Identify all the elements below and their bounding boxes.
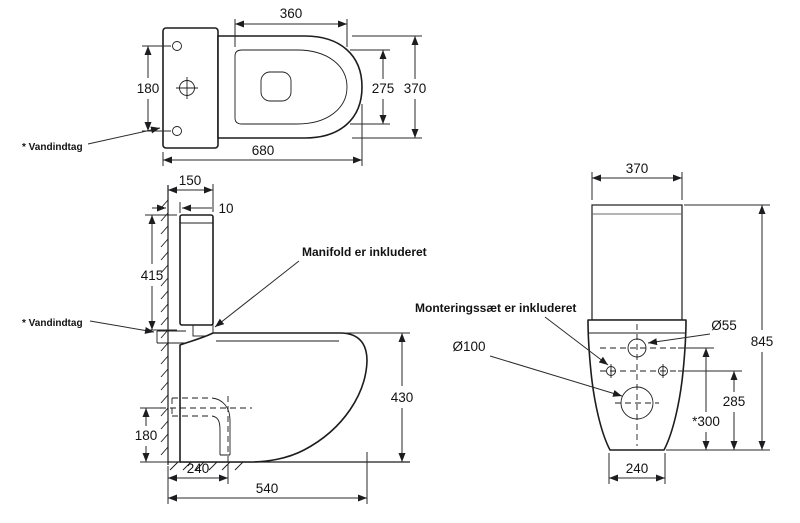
dim-label-430-side: 430 — [391, 390, 414, 405]
tank-side-view — [179, 214, 214, 326]
dim-label-845-front: 845 — [751, 334, 774, 349]
annotation-manifold: Manifold er inkluderet — [214, 245, 427, 328]
dim-top-seat-width: 360 — [234, 6, 348, 47]
label-o55: Ø55 — [711, 318, 737, 333]
dim-label-10-side: 10 — [218, 201, 233, 216]
manifold-leader — [214, 260, 300, 328]
dim-label-415-side: 415 — [141, 268, 164, 283]
dim-label-275-top: 275 — [372, 81, 395, 96]
mounting-hole-ticks — [610, 364, 664, 378]
dim-side-tank-height: 415 — [141, 214, 177, 331]
dim-top-overall-width: 370 — [352, 35, 427, 139]
vandindtag-top-label: * Vandindtag — [22, 142, 83, 153]
water-inlet-pipe — [156, 330, 186, 344]
bowl-side-view — [179, 332, 368, 463]
dim-label-370-top: 370 — [404, 81, 427, 96]
dim-side-tank-depth: 150 — [168, 173, 214, 212]
mounting-note-label: Monteringssæt er inkluderet — [415, 301, 576, 315]
dim-label-240-side: 240 — [187, 461, 210, 476]
dim-label-285-front: 285 — [723, 394, 746, 409]
label-o100: Ø100 — [452, 339, 485, 354]
annotation-mounting-set: Monteringssæt er inkluderet — [415, 301, 609, 366]
dim-side-wall-gap: 10 — [152, 201, 234, 216]
dim-label-180-top: 180 — [137, 81, 160, 96]
annotation-inlet-diameter: Ø55 — [647, 318, 737, 346]
outlet-elbow — [211, 397, 231, 456]
dim-label-300-front: *300 — [692, 414, 720, 429]
dim-front-inlet-height: *300 — [678, 347, 720, 450]
dim-label-150-side: 150 — [179, 173, 202, 188]
dim-front-overall-width: 370 — [591, 161, 683, 200]
side-view: 150 10 415 430 180 — [22, 173, 427, 504]
annotation-vandindtag-top: * Vandindtag — [22, 126, 161, 153]
floor-hatching — [169, 461, 244, 471]
wall-hatching — [160, 199, 169, 456]
dim-label-370-front: 370 — [626, 161, 649, 176]
top-view: 360 180 275 370 680 — [22, 6, 426, 166]
fixing-hole-bottom — [172, 126, 182, 136]
mounting-leader — [544, 316, 609, 366]
dim-side-overall-depth: 540 — [168, 452, 368, 504]
dim-side-seat-height: 430 — [346, 332, 414, 462]
annotation-drain-diameter: Ø100 — [452, 339, 623, 397]
dim-front-mounting-height: 285 — [678, 370, 746, 450]
front-view: 370 845 285 *300 240 — [415, 161, 773, 484]
fixing-hole-top — [172, 41, 182, 51]
inlet-hole-front — [627, 338, 647, 358]
vandindtag-top-leader — [87, 126, 161, 145]
manifold-note-label: Manifold er inkluderet — [302, 245, 427, 259]
o100-leader — [489, 355, 623, 397]
dim-label-180-side: 180 — [135, 428, 158, 443]
tank-front-view — [591, 204, 683, 321]
dim-label-360-top: 360 — [280, 6, 303, 21]
dim-label-680-top: 680 — [252, 143, 275, 158]
dim-side-outlet-height: 180 — [135, 407, 168, 463]
wall-outlet-dashed — [171, 397, 212, 417]
dim-top-seat-depth: 275 — [350, 49, 395, 125]
o55-leader — [647, 333, 711, 346]
dim-label-240-front: 240 — [626, 461, 649, 476]
vandindtag-side-label: * Vandindtag — [22, 318, 83, 329]
bowl-top-view — [217, 35, 363, 139]
vandindtag-side-leader — [89, 320, 155, 334]
dim-label-540-side: 540 — [256, 481, 279, 496]
dim-top-overall-length: 680 — [162, 104, 363, 166]
drain-opening-top-view — [260, 71, 292, 102]
inlet-hole-crosshair — [176, 77, 198, 99]
annotation-vandindtag-side: * Vandindtag — [22, 318, 155, 334]
dim-front-overall-height: 845 — [666, 204, 774, 451]
manifold-side-view — [192, 324, 214, 337]
dim-front-base-width: 240 — [608, 453, 666, 484]
seat-top-view — [234, 49, 348, 125]
